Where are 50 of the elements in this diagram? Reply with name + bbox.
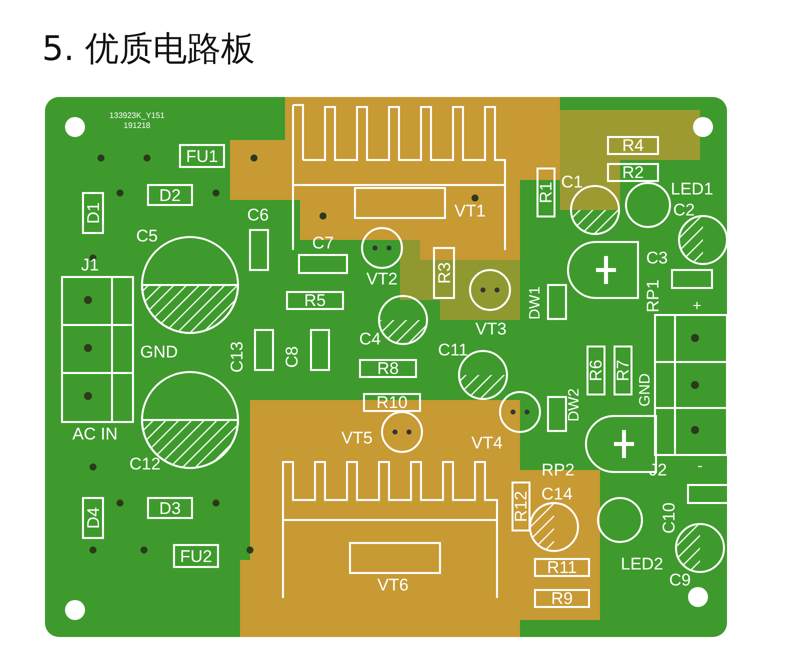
silkscreen-label: - (698, 458, 702, 474)
silkscreen-label: C8 (284, 346, 300, 368)
silkscreen-label: C14 (541, 486, 573, 502)
silkscreen-label: VT6 (377, 576, 409, 594)
component-outline: R3 (433, 247, 455, 299)
silkscreen-label: C13 (228, 341, 246, 373)
component-outline: R12 (512, 481, 530, 531)
component-outline: R7 (614, 345, 632, 395)
component-outline: D2 (147, 184, 193, 206)
silkscreen-label: DW1 (528, 286, 542, 320)
silkscreen-label: RP1 (644, 279, 662, 313)
component-outline: R8 (359, 358, 417, 378)
silkscreen-label: C2 (673, 202, 695, 218)
component-outline: R11 (534, 558, 590, 576)
silkscreen-label: + (692, 298, 702, 314)
component-outline: D1 (82, 192, 104, 234)
silkscreen-label: GND (140, 344, 178, 360)
silkscreen-label: C3 (646, 250, 668, 266)
silkscreen-label: DW2 (566, 388, 582, 422)
silkscreen-label: GND (638, 373, 652, 407)
silkscreen-label: VT3 (475, 320, 507, 338)
component-outline: D4 (82, 497, 104, 539)
component-outline: R6 (586, 345, 606, 395)
silkscreen-label: LED1 (670, 180, 714, 198)
heading: 5. 优质电路板 (42, 28, 256, 71)
silkscreen-label: J1 (81, 256, 99, 274)
silkscreen-label: C1 (561, 174, 583, 190)
silkscreen-label: VT5 (341, 430, 373, 446)
silkscreen-label: VT4 (471, 434, 503, 452)
component-outline: R4 (607, 136, 659, 154)
component-outline: D3 (147, 497, 193, 519)
silkscreen-label: C5 (136, 228, 158, 244)
silkscreen-label: LED2 (620, 556, 664, 572)
silkscreen-label: C10 (660, 502, 678, 534)
component-outline: R1 (536, 167, 556, 217)
component-outline: R2 (607, 162, 659, 182)
component-outline: R9 (534, 588, 590, 608)
component-outline: R5 (286, 290, 344, 310)
silkscreen-label: VT2 (366, 270, 398, 288)
silkscreen-label: AC IN (72, 426, 118, 442)
silkscreen-label: C6 (247, 206, 269, 224)
silkscreen-label: C11 (438, 342, 468, 358)
component-outline: FU1 (179, 144, 225, 168)
silkscreen-label: C4 (359, 330, 381, 348)
silkscreen-label: 133923K_Y151 (109, 112, 165, 120)
silkscreen-label: C12 (129, 456, 161, 472)
silkscreen-label: C9 (669, 572, 691, 588)
component-outline: FU2 (173, 544, 219, 568)
silkscreen-label: 191218 (124, 122, 150, 130)
silkscreen-label: VT1 (454, 202, 486, 220)
